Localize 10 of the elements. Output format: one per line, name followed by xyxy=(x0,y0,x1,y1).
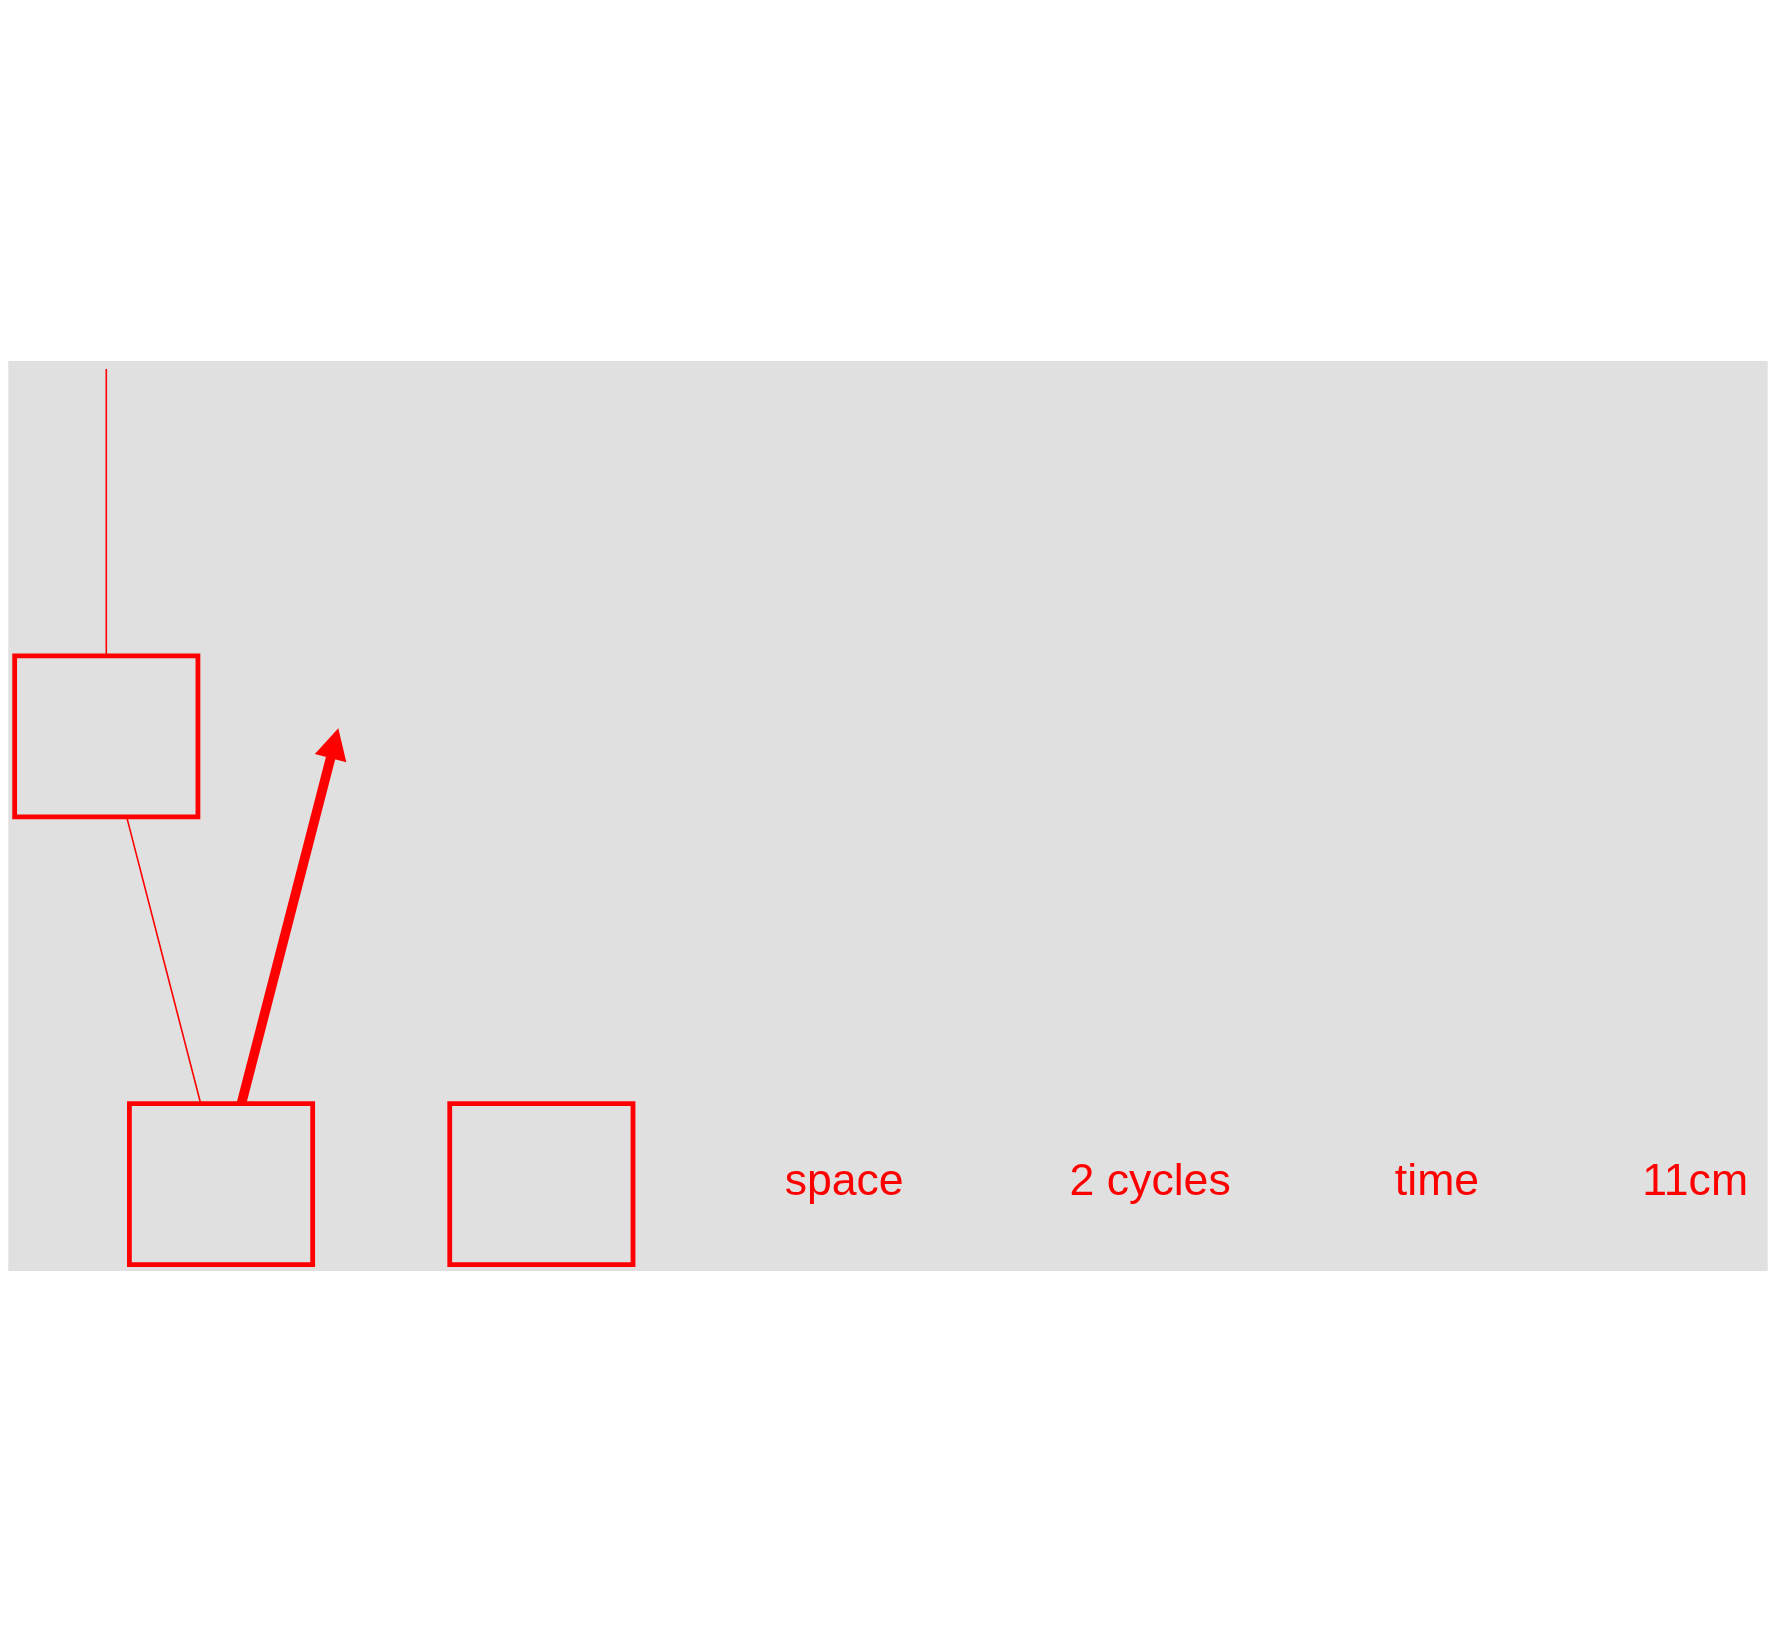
node-box xyxy=(12,653,201,820)
label: time xyxy=(1394,1155,1480,1205)
node-box xyxy=(127,1101,316,1268)
label: space xyxy=(784,1155,904,1205)
label: 2 cycles xyxy=(1069,1155,1231,1205)
connector xyxy=(105,368,108,657)
label: 11cm xyxy=(1642,1155,1749,1205)
connector xyxy=(125,816,202,1105)
node-box xyxy=(447,1101,636,1268)
arrow xyxy=(236,728,347,1105)
